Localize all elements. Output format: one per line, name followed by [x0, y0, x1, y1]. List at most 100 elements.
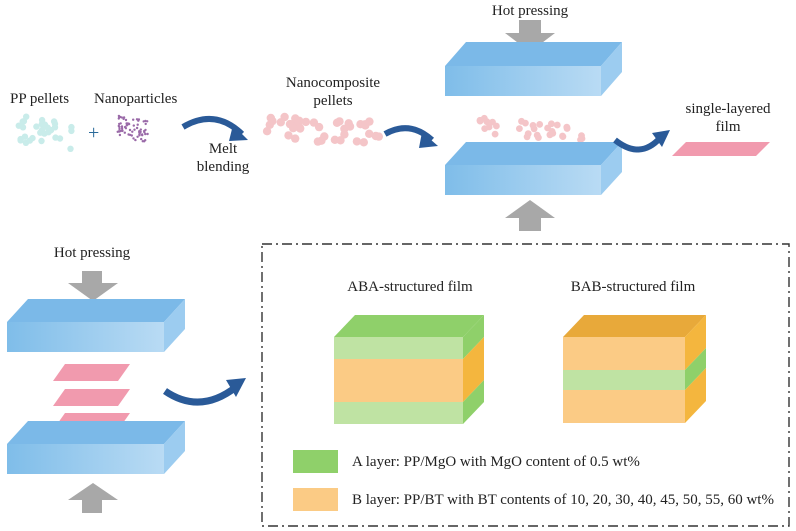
nanoparticles-label: Nanoparticles [94, 91, 178, 107]
pellet-dot [117, 130, 121, 133]
pellet-dot [128, 133, 132, 137]
pellet-dot [67, 145, 74, 152]
pellet-dot [136, 123, 139, 126]
single-layered-label-line1: single-layered [685, 101, 771, 117]
pellet-dot [524, 130, 532, 138]
pellet-dot [120, 116, 123, 119]
aba-structure-block [334, 315, 484, 424]
pellet-dot [518, 117, 525, 125]
press-up-arrow [505, 200, 555, 231]
pellet-dot [336, 136, 345, 145]
legend-b-swatch [293, 488, 338, 511]
pellet-dot [344, 119, 353, 128]
to-film-arrow [613, 135, 663, 153]
pellet-dot [143, 129, 146, 133]
pellet-dot [118, 125, 121, 129]
pellet-dot [133, 128, 136, 131]
pellet-dot [144, 122, 147, 126]
pellet-dot [134, 138, 137, 142]
pellet-dot [21, 133, 29, 140]
pellet-dot [144, 119, 147, 123]
pellet-dot [553, 121, 561, 129]
pellet-dot [332, 118, 342, 128]
pellet-dot [549, 129, 557, 137]
pellet-dot [119, 122, 122, 125]
legend-a-text: A layer: PP/MgO with MgO content of 0.5 … [352, 454, 640, 470]
pellet-dot [313, 137, 323, 146]
pellet-dot [141, 140, 144, 143]
pellet-dot [530, 125, 538, 133]
pellet-dot [122, 117, 125, 121]
pellet-dot [301, 117, 311, 127]
pellet-dot [26, 137, 33, 144]
pellet-dot [117, 114, 121, 118]
pellet-dot [132, 124, 135, 127]
pellet-dot [33, 123, 40, 130]
single-layered-film [672, 142, 770, 156]
nanocomposite-pellets-icon [262, 112, 383, 147]
pellet-dot [146, 132, 149, 136]
pellet-dot [135, 118, 139, 121]
plus-sign: + [88, 122, 100, 144]
pellet-dot [139, 128, 142, 131]
pellet-dot [128, 128, 132, 132]
pellet-dot [365, 129, 374, 138]
pellet-dot [140, 133, 144, 136]
single-layered-label-line2: film [715, 119, 741, 135]
bab-structure-block [563, 315, 706, 423]
pellet-dot [123, 125, 127, 129]
pellet-dot [38, 116, 46, 124]
pellet-dot [266, 113, 275, 123]
pellet-dot [314, 122, 324, 132]
pellet-dot [68, 127, 75, 135]
legend-a-swatch [293, 450, 338, 473]
pellet-dot [126, 122, 129, 125]
pellet-dot [131, 130, 134, 133]
pellet-dot [136, 135, 139, 138]
pellet-dot [38, 126, 46, 134]
pellet-dot [359, 138, 368, 147]
pellet-dot [544, 124, 551, 132]
pellet-dot [320, 132, 329, 141]
pellet-dot [291, 114, 300, 123]
pellet-dot [135, 126, 139, 130]
pellet-dot [295, 123, 304, 132]
bab-title: BAB-structured film [570, 279, 696, 295]
legend-b-text: B layer: PP/BT with BT contents of 10, 2… [352, 492, 774, 508]
pp-pellets-icon [15, 113, 75, 152]
pellet-dot [124, 118, 128, 122]
pellet-dot [485, 123, 493, 131]
hot-pressing-top-label: Hot pressing [491, 3, 569, 19]
pellet-dot [118, 127, 121, 131]
pellet-dot [132, 137, 135, 140]
pellet-dot [563, 125, 571, 132]
pellet-dot [138, 134, 141, 137]
to-structures-arrow [163, 384, 239, 406]
pellet-dot [20, 118, 28, 125]
pellet-dot [340, 130, 349, 139]
pellet-dot [491, 130, 499, 138]
pellet-dot [577, 136, 584, 144]
bottom-upper-plate [7, 299, 185, 352]
pellet-dot [352, 137, 362, 146]
pellet-dot [559, 132, 566, 140]
pellet-dot [365, 117, 374, 126]
pellet-dot [15, 122, 22, 129]
upper-press-plate [445, 42, 622, 96]
pellet-dot [265, 120, 274, 129]
pellet-dot [121, 128, 124, 132]
pellet-dot [120, 125, 124, 128]
pellet-dot [137, 118, 141, 121]
pellet-dot [38, 137, 45, 145]
pellet-dot [144, 132, 147, 136]
nanoparticles-icon [116, 114, 149, 143]
nanocomposite-label-line1: Nanocomposite [285, 75, 381, 91]
pellet-dot [120, 127, 124, 130]
pellet-dot [132, 118, 135, 121]
pellet-dot [140, 137, 143, 141]
pellet-dot [371, 131, 380, 141]
pellet-dot [480, 114, 488, 122]
pellet-dot [291, 134, 300, 143]
pellet-dot [289, 124, 298, 133]
